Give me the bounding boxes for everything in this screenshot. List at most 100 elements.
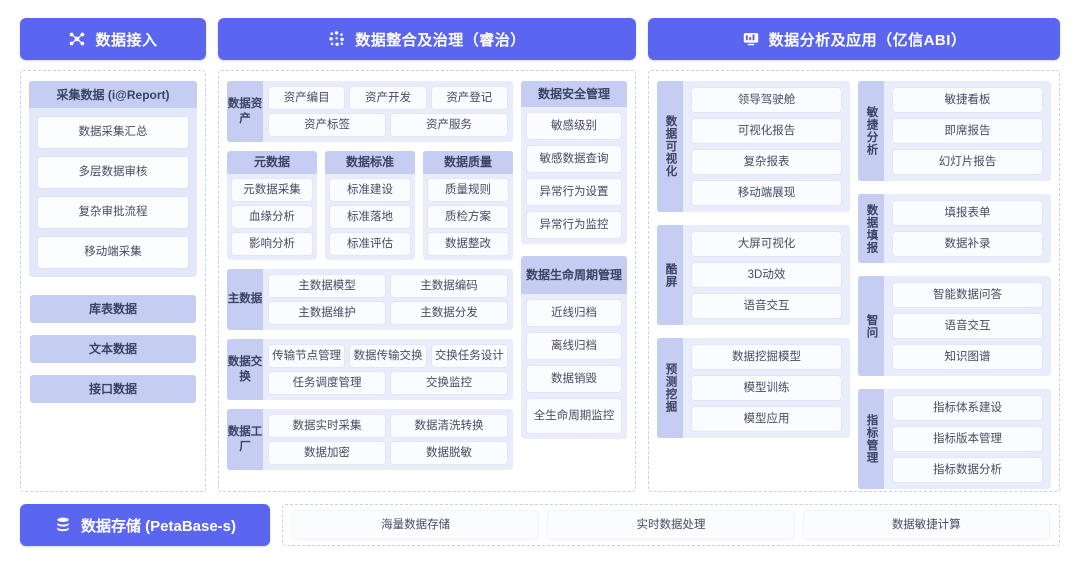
header-button-data-ingestion[interactable]: 数据接入 xyxy=(20,18,206,60)
list-item[interactable]: 数据敏捷计算 xyxy=(803,511,1049,539)
list-item[interactable]: 指标版本管理 xyxy=(893,427,1042,451)
list-item[interactable]: 知识图谱 xyxy=(893,345,1042,369)
group-cool-screen: 酷屏 大屏可视化 3D动效 语音交互 xyxy=(657,225,850,325)
group-label-text: 酷屏 xyxy=(664,262,677,288)
list-item[interactable]: 领导驾驶舱 xyxy=(692,88,841,112)
header-button-data-analysis[interactable]: 数据分析及应用（亿信ABI） xyxy=(648,18,1060,60)
list-item[interactable]: 资产登记 xyxy=(431,87,507,109)
group-data-visualization: 数据可视化 领导驾驶舱 可视化报告 复杂报表 移动端展现 xyxy=(657,81,850,212)
list-item[interactable]: 主数据模型 xyxy=(269,275,385,297)
list-item[interactable]: 数据补录 xyxy=(893,232,1042,256)
list-item[interactable]: 模型应用 xyxy=(692,407,841,431)
item-row: 数据加密 数据脱敏 xyxy=(269,442,507,464)
group-label: 数据填报 xyxy=(858,194,884,263)
list-item[interactable]: 资产编目 xyxy=(269,87,345,109)
group-label-text: 数据填报 xyxy=(865,203,878,254)
item-row: 资产编目 资产开发 资产登记 xyxy=(269,87,507,109)
group-label-text: 预测挖掘 xyxy=(664,363,677,413)
list-item[interactable]: 资产标签 xyxy=(269,114,385,136)
column-title: 元数据 xyxy=(227,151,317,174)
list-item[interactable]: 元数据采集 xyxy=(232,179,312,201)
list-item[interactable]: 数据挖掘模型 xyxy=(692,345,841,369)
list-item[interactable]: 敏捷看板 xyxy=(893,88,1042,112)
group-data-reporting: 数据填报 填报表单 数据补录 xyxy=(858,194,1051,263)
list-item[interactable]: 幻灯片报告 xyxy=(893,150,1042,174)
storage-capabilities: 海量数据存储 实时数据处理 数据敏捷计算 xyxy=(282,504,1060,546)
list-item[interactable]: 复杂审批流程 xyxy=(38,197,188,228)
list-item[interactable]: 移动端采集 xyxy=(38,237,188,268)
item-row: 主数据维护 主数据分发 xyxy=(269,302,507,324)
header-label: 数据接入 xyxy=(95,31,158,49)
list-item[interactable]: 指标数据分析 xyxy=(893,458,1042,482)
list-item[interactable]: 数据整改 xyxy=(428,233,508,255)
list-item[interactable]: 智能数据问答 xyxy=(893,283,1042,307)
list-item[interactable]: 标准落地 xyxy=(330,206,410,228)
column-items: 标准建设 标准落地 标准评估 xyxy=(325,174,415,260)
list-item[interactable]: 接口数据 xyxy=(30,375,196,403)
list-item[interactable]: 资产开发 xyxy=(350,87,426,109)
list-item[interactable]: 主数据分发 xyxy=(391,302,507,324)
list-item[interactable]: 资产服务 xyxy=(391,114,507,136)
column-metadata: 元数据 元数据采集 血缘分析 影响分析 xyxy=(227,151,317,260)
list-item[interactable]: 影响分析 xyxy=(232,233,312,255)
card-data-security: 数据安全管理 敏感级别 敏感数据查询 异常行为设置 异常行为监控 xyxy=(521,81,627,244)
list-item[interactable]: 异常行为设置 xyxy=(527,179,621,205)
list-item[interactable]: 大屏可视化 xyxy=(692,232,841,256)
list-item[interactable]: 可视化报告 xyxy=(692,119,841,143)
list-item[interactable]: 任务调度管理 xyxy=(269,372,385,394)
list-item[interactable]: 主数据维护 xyxy=(269,302,385,324)
governance-side-column: 数据安全管理 敏感级别 敏感数据查询 异常行为设置 异常行为监控 数据生命周期管… xyxy=(521,81,627,481)
list-item[interactable]: 交换监控 xyxy=(391,372,507,394)
header-bar: 数据接入 数据整合及治理（睿治） xyxy=(0,0,1080,60)
list-item[interactable]: 复杂报表 xyxy=(692,150,841,174)
group-predictive-mining: 预测挖掘 数据挖掘模型 模型训练 模型应用 xyxy=(657,338,850,438)
list-item[interactable]: 敏感数据查询 xyxy=(527,146,621,172)
list-item[interactable]: 主数据编码 xyxy=(391,275,507,297)
list-item[interactable]: 移动端展现 xyxy=(692,181,841,205)
list-item[interactable]: 异常行为监控 xyxy=(527,212,621,238)
list-item[interactable]: 标准建设 xyxy=(330,179,410,201)
group-data-factory: 数据工厂 数据实时采集 数据清洗转换 数据加密 数据脱敏 xyxy=(227,409,513,470)
group-items: 填报表单 数据补录 xyxy=(884,194,1051,263)
storage-button[interactable]: 数据存储 (PetaBase-s) xyxy=(20,504,270,546)
list-item[interactable]: 数据清洗转换 xyxy=(391,415,507,437)
list-item[interactable]: 血缘分析 xyxy=(232,206,312,228)
list-item[interactable]: 数据脱敏 xyxy=(391,442,507,464)
list-item[interactable]: 质检方案 xyxy=(428,206,508,228)
list-item[interactable]: 交换任务设计 xyxy=(431,345,507,367)
list-item[interactable]: 语音交互 xyxy=(893,314,1042,338)
list-item[interactable]: 数据销毁 xyxy=(527,366,621,392)
list-item[interactable]: 3D动效 xyxy=(692,263,841,287)
header-button-data-governance[interactable]: 数据整合及治理（睿治） xyxy=(218,18,636,60)
list-item[interactable]: 库表数据 xyxy=(30,295,196,323)
column-data-standard: 数据标准 标准建设 标准落地 标准评估 xyxy=(325,151,415,260)
list-item[interactable]: 数据加密 xyxy=(269,442,385,464)
list-item[interactable]: 数据实时采集 xyxy=(269,415,385,437)
group-agile-analysis: 敏捷分析 敏捷看板 即席报告 幻灯片报告 xyxy=(858,81,1051,181)
list-item[interactable]: 海量数据存储 xyxy=(293,511,539,539)
list-item[interactable]: 全生命周期监控 xyxy=(527,399,621,433)
list-item[interactable]: 传输节点管理 xyxy=(269,345,345,367)
list-item[interactable]: 近线归档 xyxy=(527,300,621,326)
list-item[interactable]: 数据采集汇总 xyxy=(38,117,188,148)
item-row: 数据实时采集 数据清洗转换 xyxy=(269,415,507,437)
group-items: 智能数据问答 语音交互 知识图谱 xyxy=(884,276,1051,376)
list-item[interactable]: 实时数据处理 xyxy=(548,511,794,539)
list-item[interactable]: 文本数据 xyxy=(30,335,196,363)
list-item[interactable]: 标准评估 xyxy=(330,233,410,255)
group-items: 大屏可视化 3D动效 语音交互 xyxy=(683,225,850,325)
list-item[interactable]: 多层数据审核 xyxy=(38,157,188,188)
list-item[interactable]: 敏感级别 xyxy=(527,113,621,139)
monitor-icon xyxy=(742,30,760,48)
list-item[interactable]: 模型训练 xyxy=(692,376,841,400)
list-item[interactable]: 质量规则 xyxy=(428,179,508,201)
list-item[interactable]: 语音交互 xyxy=(692,294,841,318)
list-item[interactable]: 填报表单 xyxy=(893,201,1042,225)
analysis-left-column: 数据可视化 领导驾驶舱 可视化报告 复杂报表 移动端展现 酷屏 大屏可视化 xyxy=(657,81,850,481)
header-label: 数据整合及治理（睿治） xyxy=(355,31,526,49)
list-item[interactable]: 离线归档 xyxy=(527,333,621,359)
list-item[interactable]: 指标体系建设 xyxy=(893,396,1042,420)
list-item[interactable]: 数据传输交换 xyxy=(350,345,426,367)
group-label: 智问 xyxy=(858,276,884,376)
list-item[interactable]: 即席报告 xyxy=(893,119,1042,143)
